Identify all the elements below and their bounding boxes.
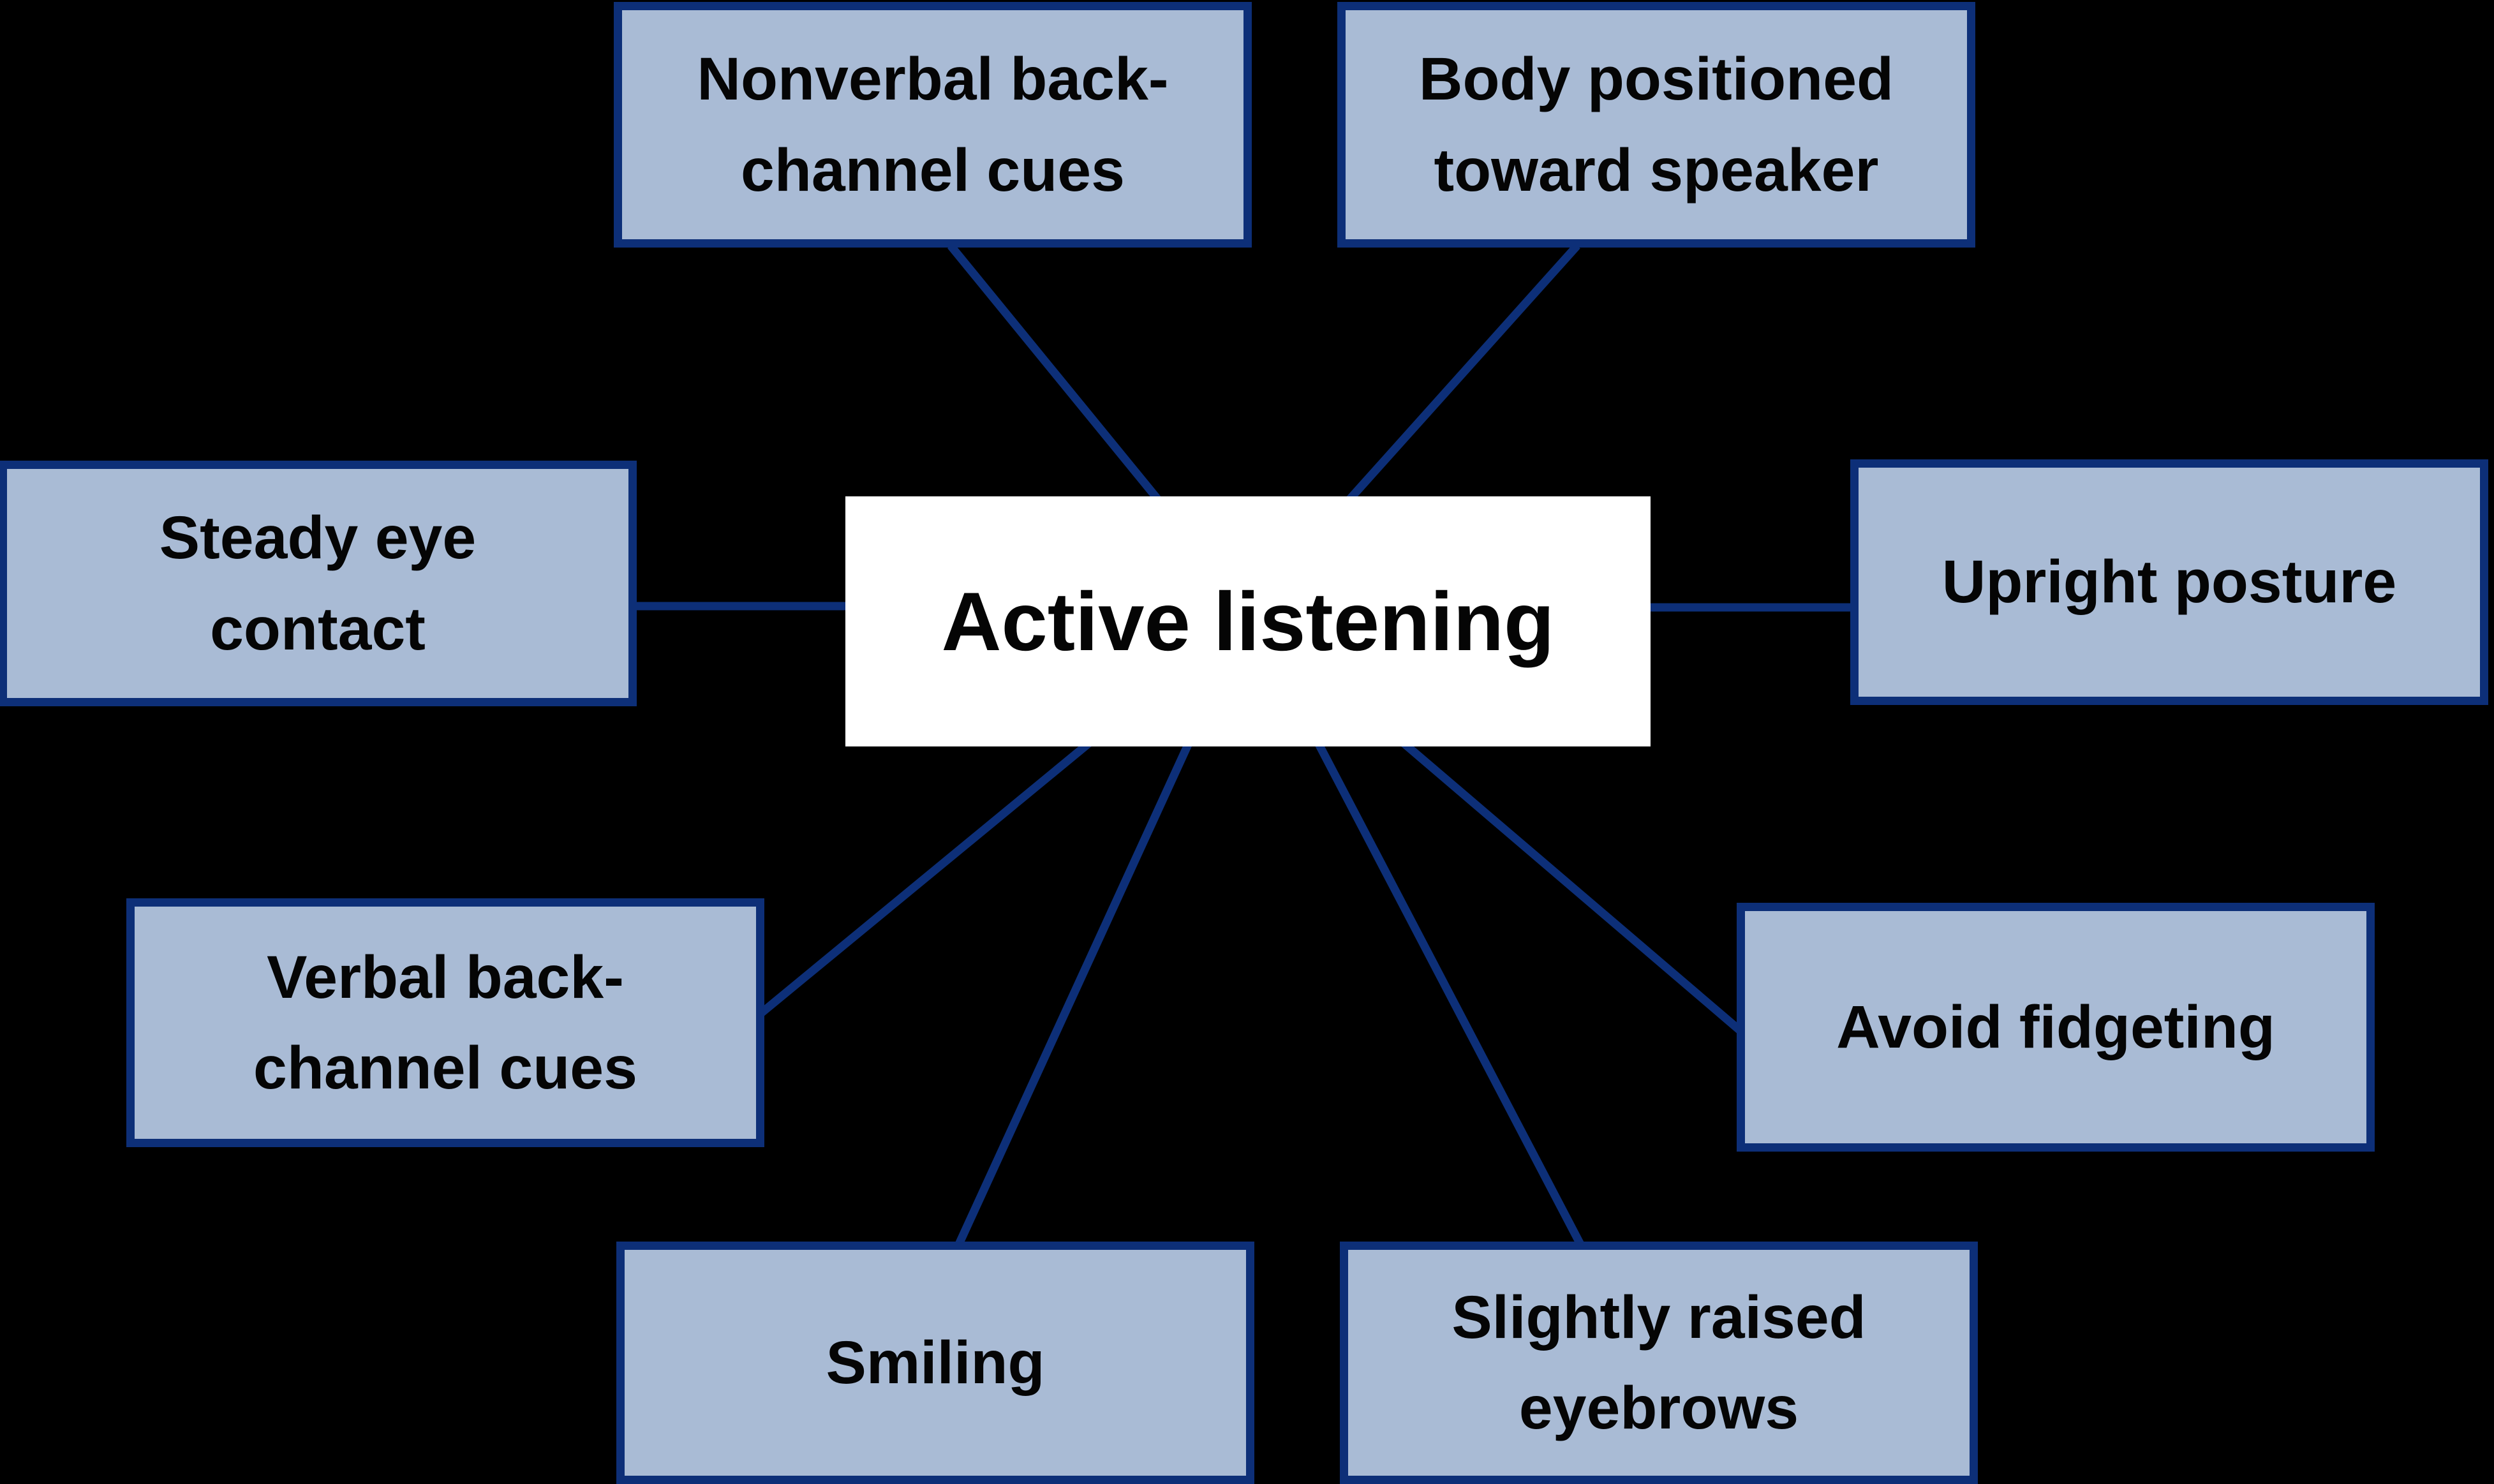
node-slightly-raised-eyebrows: Slightly raised eyebrows (1340, 1242, 1978, 1484)
node-label: Nonverbal back- channel cues (697, 45, 1169, 204)
node-body-positioned-toward-speaker: Body positioned toward speaker (1337, 2, 1975, 248)
node-steady-eye-contact: Steady eye contact (0, 461, 637, 706)
node-label: Slightly raised eyebrows (1451, 1283, 1866, 1443)
node-label: Upright posture (1941, 548, 2397, 616)
node-label: Avoid fidgeting (1836, 993, 2275, 1061)
node-verbal-back-channel-cues: Verbal back- channel cues (126, 898, 764, 1147)
node-label: Smiling (826, 1328, 1045, 1397)
node-active-listening-center: Active listening (845, 496, 1651, 746)
node-nonverbal-back-channel-cues: Nonverbal back- channel cues (614, 2, 1252, 248)
node-label: Body positioned toward speaker (1418, 45, 1894, 204)
node-upright-posture: Upright posture (1850, 459, 2488, 705)
node-label: Steady eye contact (159, 504, 477, 663)
node-smiling: Smiling (616, 1242, 1254, 1484)
node-label: Verbal back- channel cues (253, 943, 637, 1102)
node-avoid-fidgeting: Avoid fidgeting (1737, 903, 2375, 1152)
center-node-label: Active listening (941, 575, 1555, 668)
